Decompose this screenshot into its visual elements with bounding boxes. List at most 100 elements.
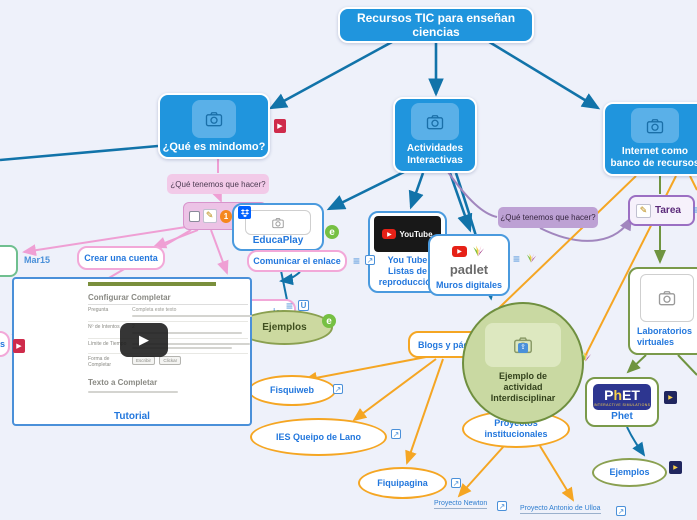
edge-phet-ejemplos <box>626 426 646 457</box>
tutorial-caption: Tutorial <box>114 411 150 422</box>
blogs-label: Blogs y pág <box>418 339 470 350</box>
padlet-bird-icon[interactable] <box>524 251 538 265</box>
edge-q1-tarea <box>210 187 222 203</box>
topic-cut-green[interactable] <box>0 245 18 277</box>
video-play-button[interactable]: ▶ <box>120 323 168 357</box>
form-heading: Configurar Completar <box>88 293 248 305</box>
tutorial-screenshot-panel[interactable]: Configurar Completar Pregunta Completa e… <box>12 277 252 426</box>
checkbox-icon[interactable] <box>189 210 200 222</box>
notes-icon[interactable]: ≡ <box>693 203 697 217</box>
edge-mindomo-left <box>0 144 159 162</box>
topic-phet[interactable]: PhET INTERACTIVE SIMULATIONS Phet <box>585 377 659 427</box>
label-que-tenemos-right: ¿Qué tenemos que hacer? <box>498 207 598 228</box>
external-link-icon[interactable]: ↗ <box>365 255 375 265</box>
notes-icon[interactable]: ≡ <box>286 299 294 313</box>
topic-ies-queipo[interactable]: IES Queipo de Lano <box>250 418 387 456</box>
field-label: Forma de Completar <box>88 356 112 368</box>
topic-muros-digitales[interactable]: ▶ padlet Muros digitales <box>428 234 510 296</box>
topic-fisquiweb[interactable]: Fisquiweb <box>248 375 336 406</box>
edge-laboratorios-right <box>677 354 697 376</box>
camera-icon <box>426 114 444 129</box>
phet-label: Phet <box>611 411 633 422</box>
topic-crear-una-cuenta[interactable]: Crear una cuenta <box>77 246 165 270</box>
phet-mini-icon[interactable]: ▶ <box>664 391 677 404</box>
notes-icon[interactable]: ≡ <box>353 254 361 268</box>
link-icon[interactable]: U <box>298 300 309 311</box>
field-label: Nº de Intentos <box>88 324 120 330</box>
comunicar-label: Comunicar el enlace <box>253 256 341 266</box>
external-link-icon[interactable]: ↗ <box>333 384 343 394</box>
edge-laboratorios-phet <box>626 354 647 374</box>
edge-actividades-q2 <box>447 171 498 218</box>
q2-text: ¿Qué tenemos que hacer? <box>500 213 596 222</box>
count-badge: 1 <box>219 209 233 223</box>
padlet-label: Muros digitales <box>435 280 502 290</box>
screenshot-form: Configurar Completar Pregunta Completa e… <box>88 293 252 395</box>
attachment-icon[interactable]: ▶ <box>13 339 25 353</box>
padlet-bird-icon <box>473 245 484 257</box>
educaplay-badge-icon[interactable]: e <box>325 225 339 239</box>
circle-label: Ejemplo de actividad Interdisciplinar <box>490 370 556 403</box>
external-link-icon[interactable]: ↗ <box>451 478 461 488</box>
image-placeholder <box>631 108 679 143</box>
edge-blogs-fisquiweb <box>303 356 427 384</box>
laboratorios-label: Laboratorios virtuales <box>637 326 693 347</box>
pencil-icon[interactable]: ✎ <box>636 203 651 218</box>
topic-tarea-right[interactable]: ✎ Tarea <box>628 195 695 226</box>
topic-que-es-mindomo[interactable]: ¿Qué es mindomo? <box>158 93 270 159</box>
edge-title-mindomo <box>268 40 393 110</box>
external-link-icon[interactable]: ↗ <box>391 429 401 439</box>
notes-icon[interactable]: ≡ <box>513 252 521 266</box>
pencil-icon[interactable]: ✎ <box>202 209 217 223</box>
edge-q2-tarea-right <box>539 216 632 242</box>
fisquiweb-label: Fisquiweb <box>269 385 314 395</box>
tarea-right-label: Tarea <box>655 205 681 216</box>
field-label: Límite de Tiempo <box>88 341 127 347</box>
topic-laboratorios-virtuales[interactable]: Laboratorios virtuales <box>628 267 697 355</box>
form-heading-2: Texto a Completar <box>88 378 158 387</box>
image-placeholder <box>245 210 311 235</box>
play-icon: ▶ <box>139 332 149 347</box>
title-label: Recursos TIC para enseñan ciencias <box>356 11 516 39</box>
youtube-label: You Tube Listas de reproducción <box>378 255 437 287</box>
topic-internet-banco-recursos[interactable]: Internet como banco de recursos <box>603 102 697 176</box>
image-placeholder <box>640 274 694 322</box>
phet-logo: PhET INTERACTIVE SIMULATIONS <box>593 384 651 410</box>
date-label: Mar15 <box>24 255 51 265</box>
edge-title-internet <box>485 38 601 110</box>
edge-blogs-ies <box>352 358 437 422</box>
edge-internet-right <box>689 175 697 191</box>
youtube-badge-icon: ▶ <box>452 245 467 257</box>
fiquipagina-label: Fiquipagina <box>377 477 428 488</box>
ejemplos-label: Ejemplos <box>262 322 307 333</box>
image-placeholder: ⇪ <box>485 322 561 367</box>
field-value: Completa este texto <box>132 307 177 313</box>
phet-mini-icon[interactable]: ▶ <box>669 461 682 474</box>
image-placeholder <box>411 103 459 140</box>
link-proyecto-ulloa[interactable]: Proyecto Antonio de Ulloa <box>520 505 601 514</box>
padlet-bird-icon[interactable] <box>578 349 593 364</box>
edge-actividades-educaplay <box>326 170 405 211</box>
external-link-icon[interactable]: ↗ <box>616 506 626 516</box>
edge-tarea-mar <box>22 226 187 257</box>
topic-actividades-interactivas[interactable]: Actividades Interactivas <box>393 97 477 173</box>
link-proyecto-newton[interactable]: Proyecto Newton <box>434 500 488 509</box>
topic-fiquipagina[interactable]: Fiquipagina <box>358 467 447 499</box>
camera-icon <box>205 112 223 127</box>
form-button: Clickar <box>159 356 182 365</box>
attachment-icon[interactable]: ▶ <box>274 119 286 133</box>
topic-ejemplo-actividad[interactable]: ⇪ Ejemplo de actividad Interdisciplinar <box>462 302 584 424</box>
topic-comunicar-enlace[interactable]: Comunicar el enlace <box>247 250 347 272</box>
external-link-icon[interactable]: ↗ <box>497 501 507 511</box>
educaplay-badge-icon[interactable]: e <box>322 314 336 328</box>
dropbox-icon[interactable] <box>238 206 251 219</box>
topic-ejemplos-educaplay[interactable]: Ejemplos <box>236 310 333 345</box>
edge-tarea-tutorial <box>210 229 229 275</box>
form-button: Escribir <box>132 356 156 365</box>
cut-left-fragment: s <box>0 339 5 349</box>
topic-ejemplos-phet[interactable]: Ejemplos <box>592 458 667 487</box>
internet-label: Internet como banco de recursos <box>610 146 697 169</box>
central-topic-title[interactable]: Recursos TIC para enseñan ciencias <box>338 7 534 43</box>
crear-cuenta-label: Crear una cuenta <box>84 253 158 263</box>
camera-icon <box>272 217 284 228</box>
